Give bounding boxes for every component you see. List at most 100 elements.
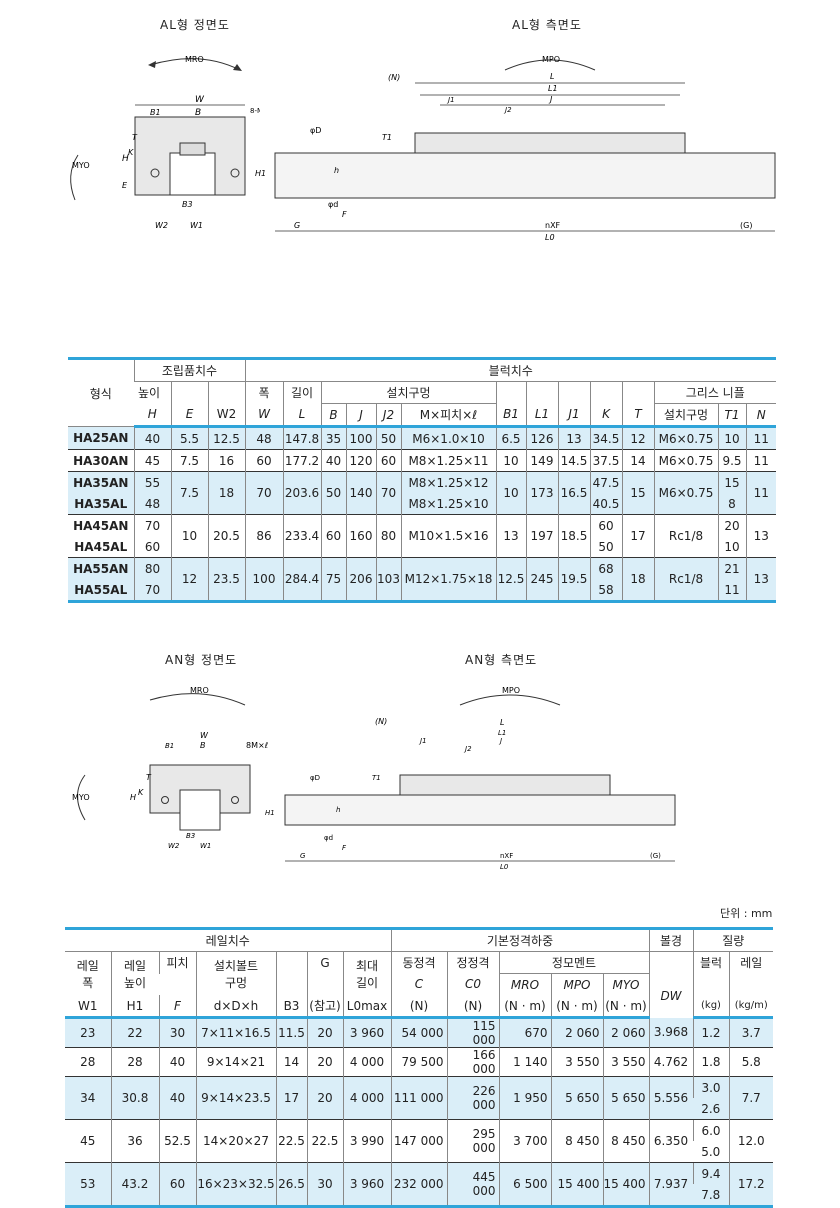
header-rail-mass: 레일 — [728, 951, 773, 974]
header-rail-width: 레일 폭 — [76, 958, 99, 990]
sym-mro: MRO — [498, 973, 551, 995]
sym-h1: H1 — [110, 995, 159, 1019]
sym-n: N — [745, 403, 776, 428]
sym-t: T — [621, 403, 654, 428]
label-j1: J1 — [446, 96, 455, 104]
an-side-title: AN형 측면도 — [465, 653, 538, 667]
header-moment: 정모멘트 — [498, 951, 649, 974]
header-pitch: 피치 — [158, 951, 196, 974]
header-block-mass: 블럭 — [692, 951, 729, 974]
label-j2: J2 — [503, 106, 512, 114]
label-phid-lower: φd — [328, 200, 338, 209]
al-side-diagram: MPO (N) L L1 J J1 J2 T1 H1 φD φd h F G n… — [255, 55, 776, 242]
sym-mpitch: M×피치×ℓ — [400, 403, 496, 428]
label-f: F — [342, 210, 347, 219]
al-rail — [169, 152, 216, 196]
header-assembly: 조립품치수 — [133, 358, 245, 382]
label-t1-an: T1 — [372, 774, 381, 782]
an-side-rail — [284, 794, 676, 826]
table-row: 53 43.2 60 16×23×32.5 26.5 30 3 960 232 … — [65, 1162, 773, 1207]
an-front-title: AN형 정면도 — [165, 653, 238, 667]
label-j: J — [548, 95, 553, 104]
table-row: 5.0 — [701, 1144, 721, 1159]
sym-dw: DW — [648, 973, 693, 1018]
label-h1: H1 — [255, 169, 266, 178]
al-side-title: AL형 측면도 — [512, 18, 582, 32]
label-hole-an: 8M×ℓ — [246, 741, 268, 750]
table-row: HA35AN 55 7.5 18 70 203.6 50 140 70 M8×1… — [68, 471, 776, 515]
label-small-h-an: h — [336, 806, 340, 814]
label-l: L — [550, 72, 554, 81]
label-t-an: T — [146, 773, 152, 782]
label-l0: L0 — [545, 233, 555, 242]
header-mass: 질량 — [692, 928, 773, 952]
label-w-an: W — [200, 731, 209, 740]
label-g-paren-an: (G) — [650, 852, 661, 860]
label-g: G — [294, 221, 300, 230]
label-k-an: K — [138, 788, 144, 797]
sym-mpo: MPO — [550, 973, 603, 995]
header-dynamic: 동정격 — [390, 951, 447, 974]
label-g-an: G — [300, 852, 306, 860]
mpo-arrow-an — [459, 694, 561, 706]
label-t: T — [132, 133, 138, 142]
label-phid-lower-an: φd — [324, 834, 333, 842]
sym-j1: J1 — [557, 403, 590, 428]
mro-arrow-an — [149, 693, 246, 706]
sym-l: L — [282, 403, 321, 428]
sym-l1: L1 — [525, 403, 558, 428]
header-block: 블럭치수 — [244, 358, 776, 382]
label-w: W — [195, 95, 205, 105]
label-k: K — [128, 148, 134, 157]
label-w1: W1 — [190, 221, 203, 230]
label-mro-an: MRO — [190, 686, 209, 695]
unit-label: 단위 : mm — [720, 907, 773, 920]
sym-b1: B1 — [495, 403, 526, 428]
al-side-rail — [274, 152, 776, 199]
sym-w1: W1 — [65, 995, 111, 1019]
label-j1-an: J1 — [418, 737, 427, 745]
label-b3-an: B3 — [186, 832, 195, 840]
sym-b3: B3 — [275, 995, 307, 1019]
sym-w: W — [244, 403, 283, 428]
sym-t1: T1 — [717, 403, 746, 428]
header-ball: 볼경 — [648, 928, 693, 952]
al-front-title: AL형 정면도 — [160, 18, 230, 32]
sym-hole: 설치구멍 — [653, 403, 718, 428]
table-row: HA45AN 70 10 20.5 86 233.4 60 160 80 M10… — [68, 514, 776, 558]
header-bolt: 설치볼트 구멍 — [195, 951, 276, 995]
header-width: 폭 — [244, 381, 283, 404]
table-row: HA30AN 45 7.5 16 60 177.2 40 120 60 M8×1… — [68, 449, 776, 472]
unit-nm-myo: (N · m) — [602, 995, 649, 1019]
sym-w2: W2 — [207, 403, 245, 428]
label-t1: T1 — [382, 133, 392, 142]
al-front-diagram: MRO MYO W B B1 8-M×ℓ H K T E B3 W2 W1 — [70, 55, 260, 230]
sym-l0max: L0max — [342, 995, 391, 1019]
label-small-h: h — [334, 166, 339, 175]
sym-e: E — [170, 403, 208, 428]
header-load: 기본정격하중 — [390, 928, 649, 952]
label-j2-an: J2 — [463, 745, 472, 753]
label-w1-an: W1 — [200, 842, 211, 850]
label-phid-upper-an: φD — [310, 774, 320, 782]
unit-nm-mpo: (N · m) — [550, 995, 603, 1019]
label-myo-an: MYO — [72, 793, 90, 802]
sym-f: F — [158, 995, 196, 1019]
an-side-diagram: MPO (N) L L1 J J1 J2 T1 H1 φD φd h F G n… — [265, 686, 676, 871]
header-g: G — [306, 951, 343, 974]
an-rail — [179, 789, 221, 831]
label-n: (N) — [388, 73, 400, 82]
label-w2: W2 — [155, 221, 168, 230]
label-f-an: F — [342, 844, 347, 852]
label-mpo: MPO — [542, 55, 560, 64]
label-l-an: L — [500, 718, 504, 727]
header-mounting: 설치구멍 — [320, 381, 496, 404]
sym-c: C — [390, 973, 447, 995]
label-mpo-an: MPO — [502, 686, 520, 695]
rail-dimensions-table: 레일치수 기본정격하중 볼경 질량 레일 폭 레일 높이 피치 설치볼트 구멍 … — [65, 927, 773, 1208]
label-b3: B3 — [182, 200, 193, 209]
label-b-an: B — [200, 741, 206, 750]
myo-arrow — [70, 154, 79, 201]
label-l1-an: L1 — [498, 729, 506, 737]
header-maxlen: 최대 길이 — [342, 951, 391, 995]
